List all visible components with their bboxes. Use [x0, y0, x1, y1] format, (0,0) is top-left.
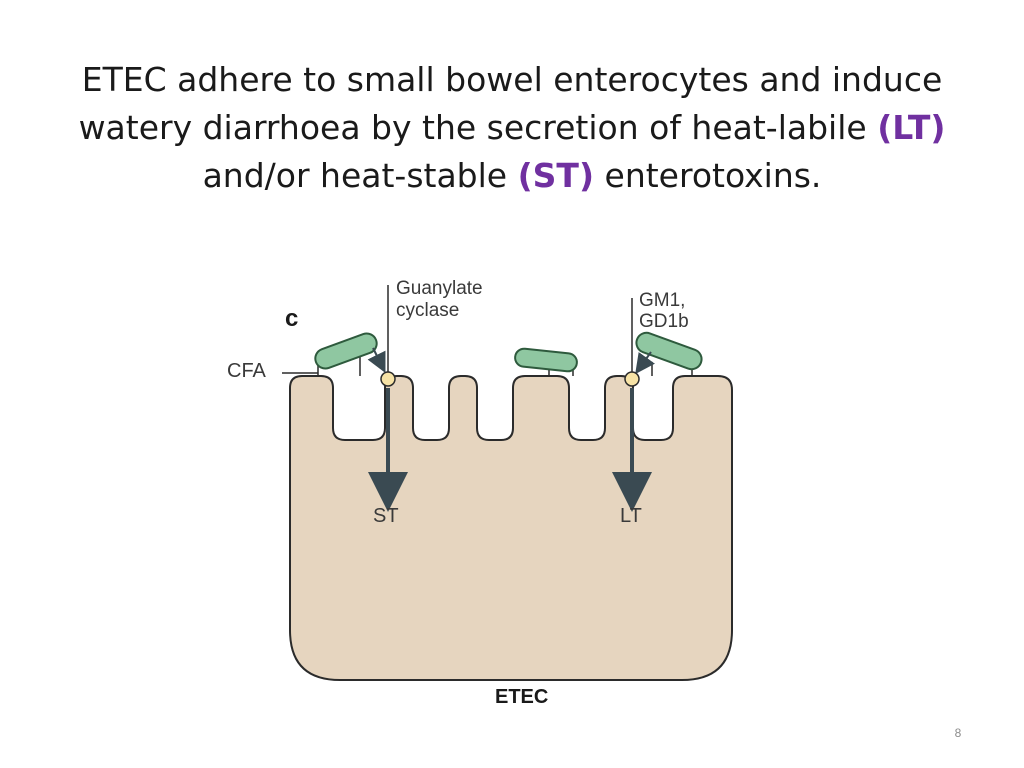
title-line-2: watery diarrhoea by the secretion of hea… — [60, 104, 964, 152]
gm1-receptor — [624, 371, 640, 387]
bacterium-middle — [514, 347, 578, 373]
st-binding-arrow — [367, 347, 386, 373]
etec-label: ETEC — [495, 686, 548, 708]
gm1-label-line2: GD1b — [639, 311, 689, 332]
title-line-3-end: enterotoxins. — [594, 156, 822, 195]
st-label: ST — [373, 505, 399, 527]
st-highlight: (ST) — [517, 156, 595, 195]
title-line-3-text: and/or heat-stable — [202, 156, 518, 195]
guanylate-label-line1: Guanylate — [396, 278, 483, 299]
slide-number: 8 — [954, 726, 962, 740]
cfa-label: CFA — [227, 360, 267, 382]
title-line-3: and/or heat-stable (ST) enterotoxins. — [60, 152, 964, 200]
bacterium-left — [314, 332, 378, 370]
title-line-2-text: watery diarrhoea by the secretion of hea… — [78, 108, 878, 147]
guanylate-cyclase-receptor — [380, 371, 396, 387]
gm1-label-line1: GM1, — [639, 290, 685, 311]
bacterium-right — [635, 331, 703, 371]
enterocyte-cell — [289, 375, 733, 681]
etec-diagram: CFA c Guanylate cyclase ST GM1, GD1b LT … — [227, 278, 733, 708]
title-line-1: ETEC adhere to small bowel enterocytes a… — [81, 60, 943, 99]
lt-label: LT — [620, 505, 642, 527]
slide-title: ETEC adhere to small bowel enterocytes a… — [60, 56, 964, 200]
lt-highlight: (LT) — [877, 108, 946, 147]
guanylate-label-line2: cyclase — [396, 300, 459, 321]
panel-letter: c — [285, 305, 298, 332]
lt-binding-arrow — [635, 351, 655, 375]
